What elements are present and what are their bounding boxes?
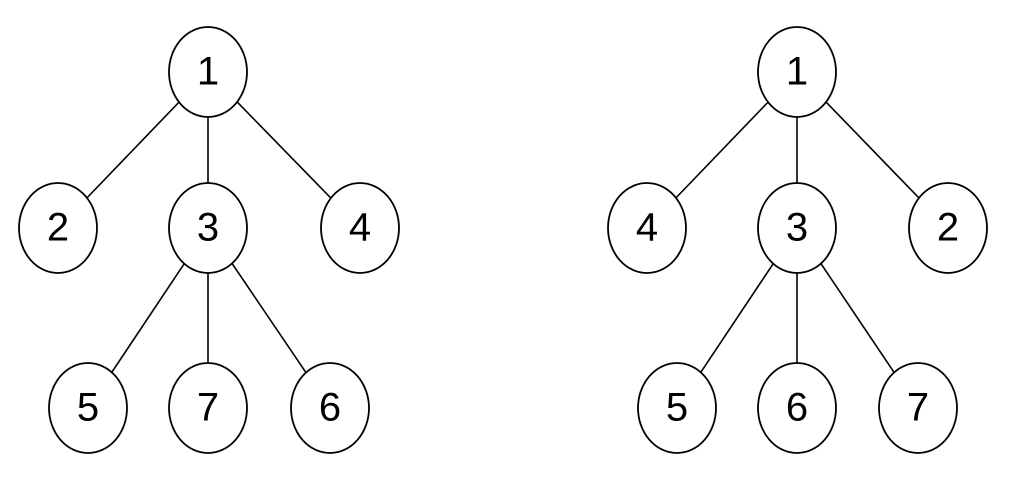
node-label: 4 — [349, 206, 371, 250]
tree-2-edge-b1-b4 — [675, 101, 769, 199]
node-ellipse — [757, 26, 837, 118]
tree-2-edge-b3-b7 — [820, 263, 895, 373]
node-label: 7 — [907, 386, 929, 430]
tree-1-node-2: 2 — [18, 182, 98, 274]
node-label: 3 — [197, 206, 219, 250]
node-ellipse — [168, 182, 248, 274]
node-ellipse — [637, 362, 717, 454]
tree-1-edge-a3-a6 — [231, 262, 307, 374]
tree-1-edge-a1-a4 — [236, 101, 332, 199]
node-ellipse — [168, 362, 248, 454]
tree-1-edge-a3-a5 — [111, 263, 185, 373]
tree-1-edge-a1-a2 — [86, 101, 180, 199]
tree-2-node-1: 1 — [757, 26, 837, 118]
node-ellipse — [757, 182, 837, 274]
tree-2-node-3: 3 — [757, 182, 837, 274]
node-ellipse — [607, 182, 687, 274]
node-ellipse — [18, 182, 98, 274]
nodes-layer: 1 2 3 4 5 7 6 1 4 3 2 5 6 7 — [18, 26, 988, 454]
node-label: 1 — [197, 50, 219, 94]
node-label: 5 — [77, 386, 99, 430]
tree-1-node-3: 3 — [168, 182, 248, 274]
tree-1-node-6: 6 — [290, 362, 370, 454]
tree-1-node-4: 4 — [320, 182, 400, 274]
node-ellipse — [48, 362, 128, 454]
node-ellipse — [290, 362, 370, 454]
node-label: 3 — [786, 206, 808, 250]
tree-2-edge-b3-b5 — [700, 263, 774, 373]
node-ellipse — [757, 362, 837, 454]
tree-2-edge-b1-b2 — [825, 101, 920, 199]
node-label: 5 — [666, 386, 688, 430]
tree-1-node-1: 1 — [168, 26, 248, 118]
node-ellipse — [908, 182, 988, 274]
node-label: 6 — [319, 386, 341, 430]
node-label: 2 — [937, 206, 959, 250]
tree-1-node-7: 7 — [168, 362, 248, 454]
node-ellipse — [168, 26, 248, 118]
tree-1-node-5: 5 — [48, 362, 128, 454]
node-label: 1 — [786, 50, 808, 94]
node-ellipse — [878, 362, 958, 454]
node-label: 4 — [636, 206, 658, 250]
edges-layer — [86, 101, 920, 374]
tree-2-node-7: 7 — [878, 362, 958, 454]
node-label: 2 — [47, 206, 69, 250]
tree-2-node-4: 4 — [607, 182, 687, 274]
tree-2-node-2: 2 — [908, 182, 988, 274]
tree-2-node-6: 6 — [757, 362, 837, 454]
tree-2-node-5: 5 — [637, 362, 717, 454]
node-label: 6 — [786, 386, 808, 430]
node-label: 7 — [197, 386, 219, 430]
node-ellipse — [320, 182, 400, 274]
